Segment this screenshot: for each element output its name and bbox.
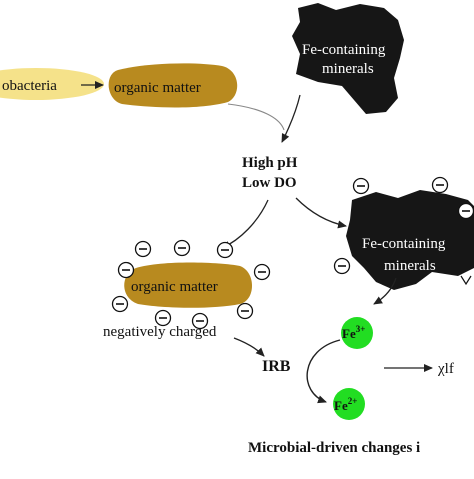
condition-high-ph: High pH: [242, 155, 298, 171]
negative-charge-icon: [134, 240, 152, 258]
fe3-charge: 3+: [356, 324, 366, 334]
fe3-ion: [341, 317, 373, 349]
negative-charge-icon: [191, 312, 209, 330]
mineral-negative-charges: [333, 176, 474, 275]
negatively-charged-label: negatively charged: [103, 324, 217, 340]
organic-matter-bottom-blob: [124, 262, 252, 308]
chilf-label: χlf: [437, 361, 454, 377]
fe-minerals-top-line1: Fe-containing: [302, 42, 386, 58]
arrow-conditions-to-om: [221, 199, 269, 249]
fe-minerals-top-line2: minerals: [322, 61, 374, 77]
negative-charge-icon: [117, 261, 135, 279]
fe-minerals-bottom-line1: Fe-containing: [362, 236, 446, 252]
condition-low-do: Low DO: [242, 175, 297, 191]
fe2-ion: [333, 388, 365, 420]
arrow-fe3-to-fe2: [306, 339, 341, 404]
arrow-om-to-conditions: [227, 103, 285, 131]
fe2-label: Fe2+: [334, 396, 357, 413]
arrow-minerals-to-conditions: [281, 94, 301, 143]
fe-minerals-bottom-rock: [346, 190, 474, 290]
arrow-to-irb: [233, 337, 265, 357]
organic-matter-top-label: organic matter: [114, 80, 201, 96]
caption: Microbial-driven changes i: [248, 440, 420, 456]
fe-minerals-top-rock: [292, 3, 404, 114]
fe3-label: Fe3+: [342, 324, 365, 341]
negative-charges: [111, 239, 271, 330]
fe2-charge: 2+: [348, 396, 358, 406]
arrow-conditions-to-minerals: [295, 197, 347, 229]
negative-charge-icon: [253, 263, 271, 281]
cyanobacteria-blob: [0, 68, 104, 100]
negative-charge-icon: [457, 202, 474, 220]
cyanobacteria-label: obacteria: [2, 78, 57, 94]
negative-charge-icon: [173, 239, 191, 257]
negative-charge-icon: [154, 309, 172, 327]
negative-charge-icon: [216, 241, 234, 259]
arrow-minerals-to-fe3: [373, 277, 397, 305]
negative-charge-icon: [352, 177, 370, 195]
organic-matter-top-blob: [108, 63, 238, 108]
negative-charge-icon: [431, 176, 449, 194]
mineral-edge-fragment: [460, 275, 472, 286]
negative-charge-icon: [111, 295, 129, 313]
organic-matter-bottom-label: organic matter: [131, 279, 218, 295]
irb-label: IRB: [262, 358, 291, 375]
negative-charge-icon: [236, 302, 254, 320]
negative-charge-icon: [333, 257, 351, 275]
fe-minerals-bottom-line2: minerals: [384, 258, 436, 274]
